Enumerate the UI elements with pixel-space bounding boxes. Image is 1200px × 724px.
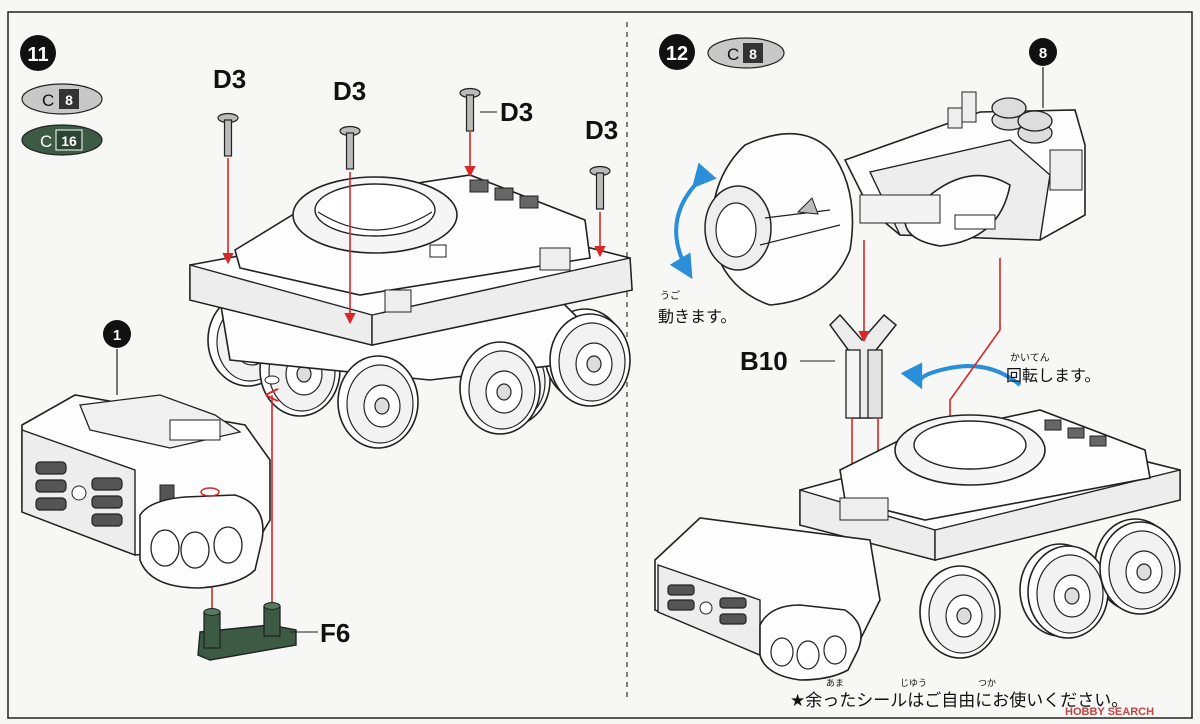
label-b10: B10	[740, 346, 788, 376]
step-12-badge: 12	[659, 34, 695, 70]
step-11-badge: 11	[20, 35, 56, 71]
vehicle-assembled-step12	[654, 409, 1181, 681]
svg-text:8: 8	[65, 92, 73, 108]
color-chip-c8: C 8	[21, 83, 103, 115]
svg-text:16: 16	[61, 133, 77, 149]
svg-text:8: 8	[1039, 45, 1047, 62]
vehicle-body-step11	[189, 174, 633, 449]
screw-d3-4	[589, 165, 611, 210]
svg-text:8: 8	[749, 46, 757, 62]
screw-d3-2	[339, 125, 361, 170]
page-border	[7, 11, 1193, 719]
ruby-ugo: うご	[660, 289, 680, 302]
svg-text:C: C	[42, 91, 54, 110]
watermark: HOBBY SEARCH	[1065, 706, 1154, 718]
label-d3-3: D3	[500, 97, 533, 127]
color-chip-c16: C 16	[21, 124, 103, 156]
label-rotates: 回転します。	[1006, 366, 1100, 385]
color-chip-c8-step12: C 8	[707, 37, 785, 69]
ruby-tsuka: つか	[978, 678, 996, 689]
label-f6: F6	[320, 618, 350, 648]
label-d3-2: D3	[333, 76, 366, 106]
svg-text:C: C	[727, 45, 739, 64]
cab-module-step11	[21, 394, 271, 589]
svg-text:11: 11	[27, 44, 48, 66]
rotate-arrow	[900, 362, 1022, 390]
footer-note: ★余ったシールはご自由にお使いください。	[790, 690, 1128, 711]
tilt-arrow	[669, 162, 717, 280]
screw-d3-1	[217, 112, 239, 157]
part-b10	[829, 313, 898, 419]
label-d3-1: D3	[213, 64, 246, 94]
svg-text:1: 1	[113, 327, 121, 344]
svg-text:12: 12	[666, 43, 688, 65]
part-f6	[197, 602, 297, 661]
label-moves: 動きます。	[658, 307, 736, 326]
radar-dish-assembly	[704, 91, 1086, 306]
screw-d3-3	[459, 87, 481, 132]
svg-text:C: C	[40, 132, 52, 151]
ruby-ama: あま	[826, 678, 844, 689]
part-ref-1-badge: 1	[103, 320, 131, 348]
ruby-jiyuu: じゆう	[900, 678, 927, 689]
label-d3-4: D3	[585, 115, 618, 145]
part-ref-8-badge: 8	[1029, 38, 1057, 66]
ruby-kaiten: かいてん	[1010, 352, 1050, 364]
